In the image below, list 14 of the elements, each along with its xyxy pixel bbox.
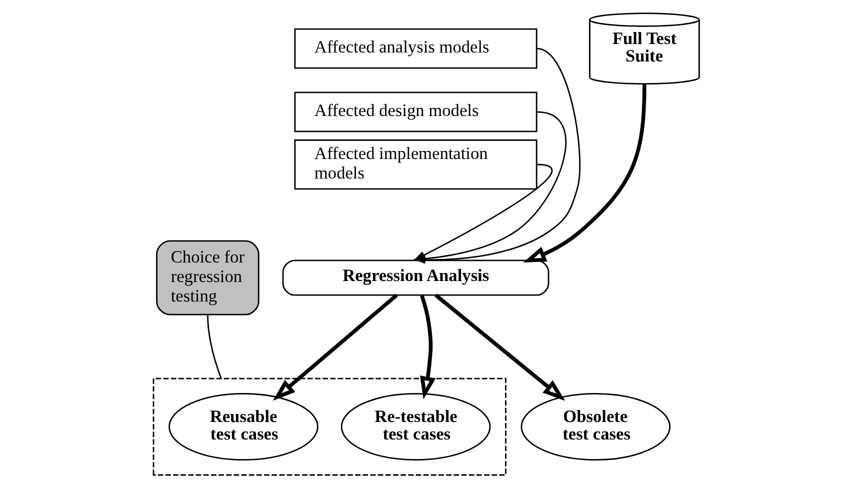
node-ellipse: Re-testable test cases — [340, 392, 491, 460]
arrow — [523, 83, 646, 262]
arrow — [420, 294, 436, 399]
arrow — [272, 293, 398, 400]
arrow — [414, 163, 552, 260]
node-box: Choice for regression testing — [156, 240, 260, 315]
node-box: Affected analysis models — [294, 28, 538, 68]
node-box: Affected design models — [294, 91, 538, 132]
arrow — [434, 293, 566, 400]
node-ellipse: Reusable test cases — [168, 392, 318, 460]
connector — [207, 314, 222, 378]
node-box: Regression Analysis — [282, 259, 550, 296]
node-ellipse: Obsolete test cases — [520, 392, 671, 460]
node-box: Affected implementation models — [294, 138, 538, 190]
